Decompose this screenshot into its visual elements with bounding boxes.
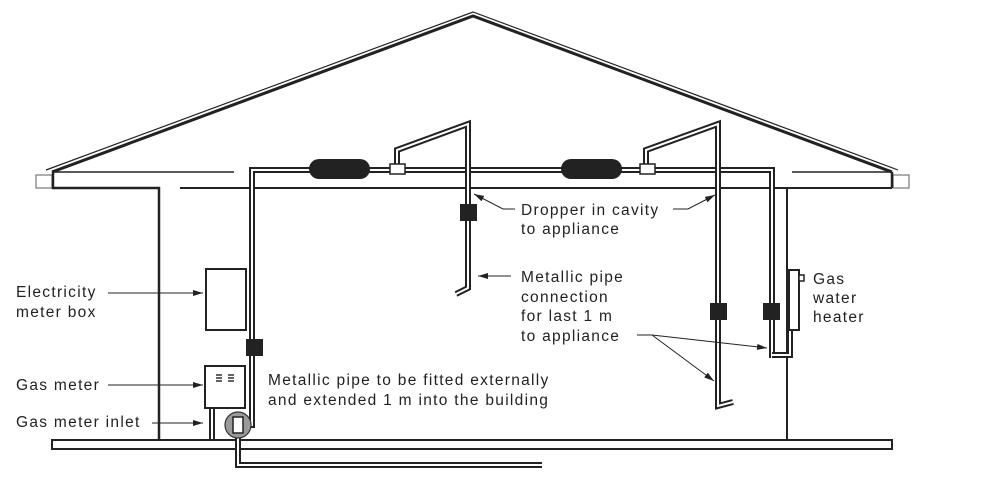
label-external-pipe-line2: and extended 1 m into the building <box>268 392 549 409</box>
tee-fitting-1 <box>389 163 406 175</box>
label-electricity-meter-line1: Electricity <box>16 284 97 301</box>
label-water-heater-line1: Gas <box>813 271 845 288</box>
floor-slab <box>51 439 893 450</box>
label-electricity-meter-line2: meter box <box>16 304 97 321</box>
gas-water-heater <box>788 269 805 331</box>
label-external-pipe-line1: Metallic pipe to be fitted externally <box>268 372 550 389</box>
label-water-heater-line2: water <box>812 290 857 307</box>
connector-dropper-1 <box>460 204 477 221</box>
label-dropper-line2: to appliance <box>521 221 620 238</box>
electricity-meter-box <box>205 268 247 331</box>
connector-heater <box>763 303 780 320</box>
label-metallic-connection-line2: connection <box>521 289 609 306</box>
labels: Electricity meter box Gas meter Gas mete… <box>16 202 865 431</box>
roof <box>35 11 910 189</box>
label-water-heater-line3: heater <box>813 309 865 326</box>
tee-fitting-2 <box>639 163 656 175</box>
meter-dial-icon <box>216 374 234 382</box>
connector-riser <box>246 339 263 356</box>
regulator-2 <box>561 159 622 179</box>
label-metallic-connection-line3: for last 1 m <box>521 308 613 325</box>
gas-meter <box>204 365 246 440</box>
label-metallic-connection-line4: to appliance <box>521 328 620 345</box>
right-eave-end <box>892 174 910 189</box>
leader-lines <box>108 193 768 426</box>
label-metallic-connection-line1: Metallic pipe <box>521 269 624 286</box>
regulator-1 <box>309 159 370 179</box>
meter-inlet-valve <box>232 416 244 434</box>
label-gas-meter-inlet: Gas meter inlet <box>16 414 141 431</box>
connector-dropper-2 <box>710 303 727 320</box>
label-gas-meter: Gas meter <box>16 377 100 394</box>
left-eave-end <box>35 174 53 189</box>
label-dropper-line1: Dropper in cavity <box>521 202 659 219</box>
